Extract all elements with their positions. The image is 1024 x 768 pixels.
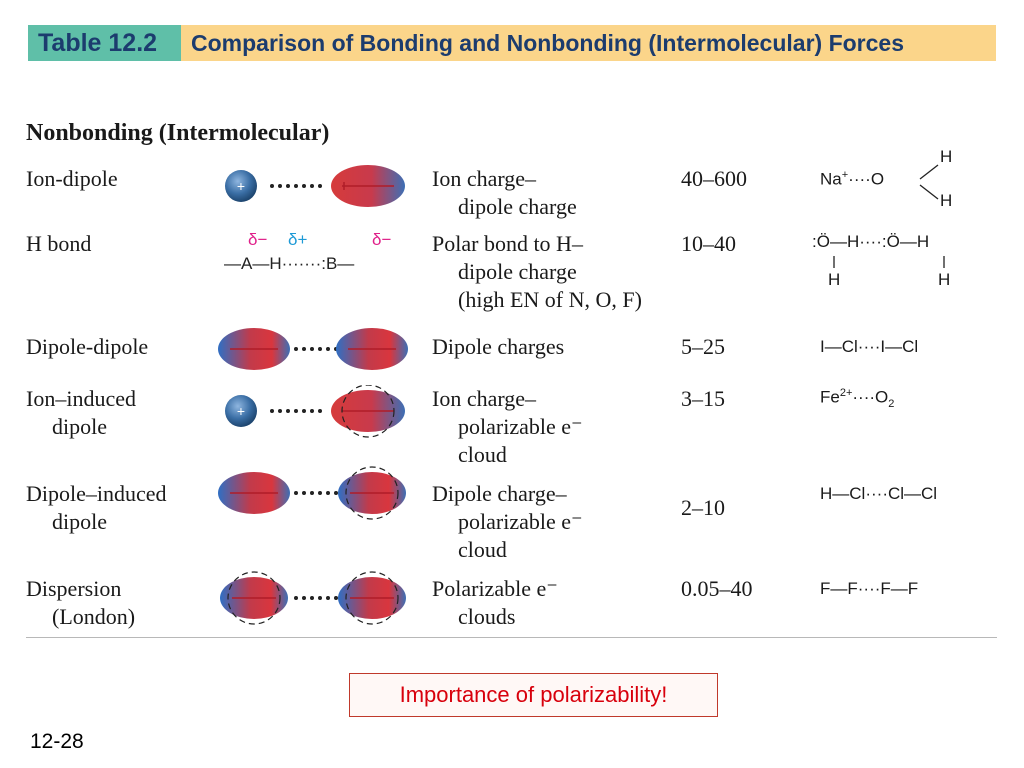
h-bond-model: δ− δ+ δ− —A—H·······:B— — [224, 230, 392, 273]
force-basis: Dipole charges — [432, 334, 565, 359]
force-basis: Polarizable e⁻ clouds — [432, 576, 558, 629]
table-banner: Table 12.2 Comparison of Bonding and Non… — [28, 25, 996, 61]
force-name: Dipole–induced dipole — [26, 481, 167, 534]
polarizability-callout: Importance of polarizability! — [349, 673, 718, 717]
table-number: Table 12.2 — [28, 25, 181, 61]
force-energy: 3–15 — [681, 386, 725, 411]
force-energy: 0.05–40 — [681, 576, 753, 601]
dipole-induced-dipole-model — [216, 465, 410, 520]
example-water-water: :Ö—H····:Ö—H H H — [812, 232, 951, 289]
table-divider — [26, 637, 997, 638]
ion-induced-dipole-model: + — [216, 385, 410, 439]
dipole-dipole-model — [216, 323, 410, 377]
svg-text:+: + — [237, 178, 245, 194]
example-icl: I—Cl····I—Cl — [820, 337, 919, 356]
example-na-water: H Na+····O H — [820, 147, 953, 210]
example-f2: F—F····F—F — [820, 579, 919, 598]
force-energy: 40–600 — [681, 166, 747, 191]
table-title: Comparison of Bonding and Nonbonding (In… — [181, 25, 996, 61]
force-energy: 5–25 — [681, 334, 725, 359]
force-basis: Polar bond to H– dipole charge (high EN … — [432, 231, 642, 312]
svg-text:+: + — [237, 403, 245, 419]
example-hcl-cl2: H—Cl····Cl—Cl — [820, 484, 938, 503]
dispersion-model — [216, 570, 410, 625]
force-name: Ion–induced dipole — [26, 386, 136, 439]
force-basis: Ion charge– polarizable e⁻ cloud — [432, 386, 583, 467]
example-fe-o2: Fe2+····O2 — [820, 387, 895, 411]
section-title: Nonbonding (Intermolecular) — [26, 120, 330, 146]
force-energy: 10–40 — [681, 231, 736, 256]
force-name: Ion-dipole — [26, 166, 118, 191]
force-name: Dispersion (London) — [26, 576, 136, 629]
slide-number: 12-28 — [30, 730, 84, 753]
ion-dipole-model: + — [216, 160, 410, 214]
force-energy: 2–10 — [681, 495, 725, 520]
force-basis: Dipole charge– polarizable e⁻ cloud — [432, 481, 583, 562]
force-basis: Ion charge– dipole charge — [432, 166, 577, 219]
force-name: H bond — [26, 231, 92, 256]
force-name: Dipole-dipole — [26, 334, 149, 359]
